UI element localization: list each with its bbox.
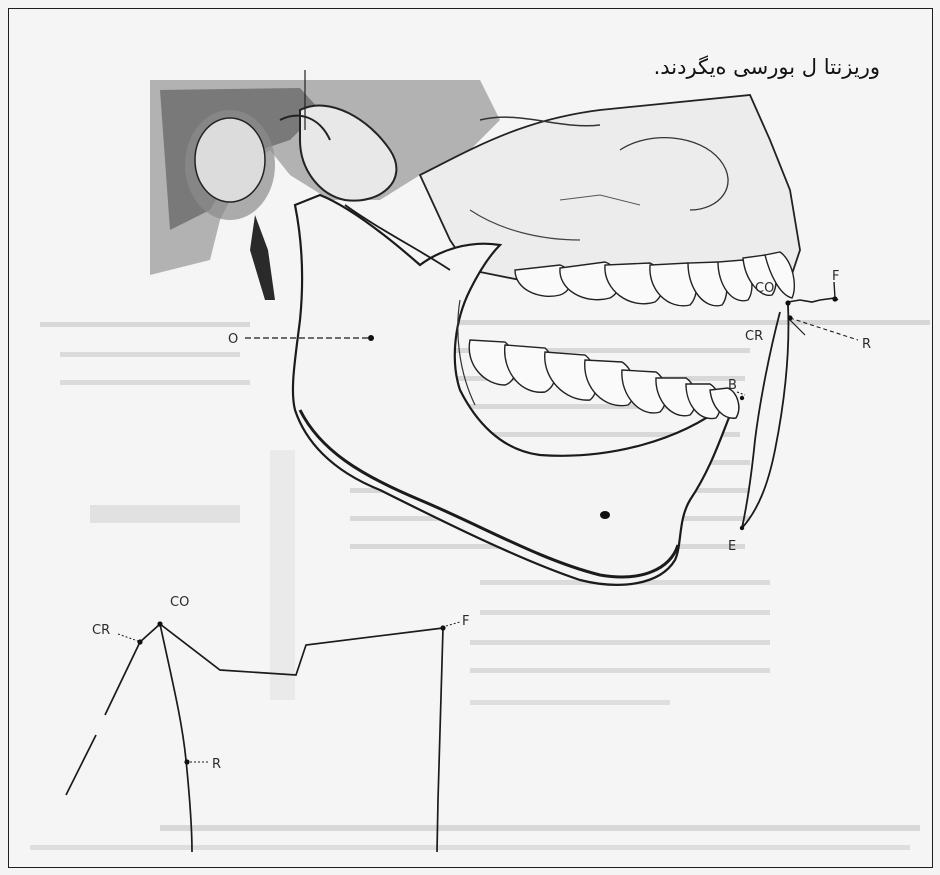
label-e-skull: E (728, 539, 736, 554)
label-b-skull: B (728, 378, 737, 393)
label-f-diagram: F (462, 614, 469, 629)
label-o: O (228, 332, 238, 347)
posselt-envelope-diagram (66, 621, 460, 852)
incisal-movement-paths (737, 282, 858, 530)
label-co-skull: CO (755, 281, 774, 296)
label-cr-skull: CR (745, 329, 763, 344)
label-f-skull: F (832, 269, 839, 284)
label-co-diagram: CO (170, 595, 189, 610)
label-r-skull: R (862, 337, 871, 352)
label-r-diagram: R (212, 757, 221, 772)
label-cr-diagram: CR (92, 623, 110, 638)
